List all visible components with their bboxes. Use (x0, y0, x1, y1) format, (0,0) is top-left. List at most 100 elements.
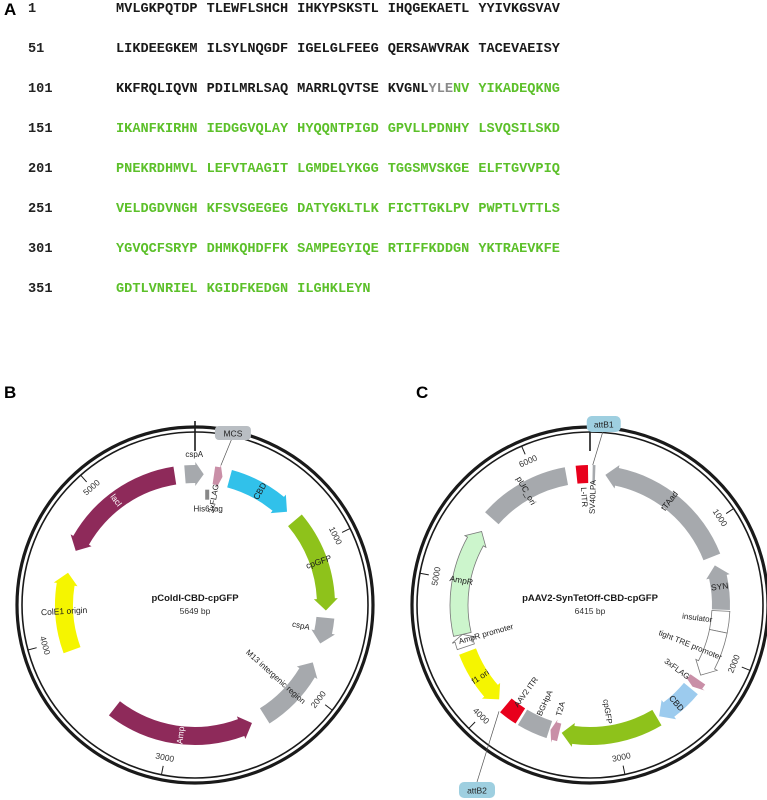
residue-number: 201 (28, 162, 53, 177)
sequence-block: HYQQNTPIGD (297, 122, 379, 137)
sequence-block: SAMPEGYIQE (297, 242, 379, 257)
plasmid-name: pColdI-CBD-cpGFP (151, 593, 239, 604)
sequence-block: FICTTGKLPV (387, 202, 470, 217)
feature-label: SYN (710, 580, 729, 592)
sequence-block: IGELGLFEEG (297, 42, 379, 57)
sequence-block: VELDGDVNGH (116, 202, 198, 217)
scale-tick-label: 3000 (611, 750, 632, 764)
feature-m13-intergenic-region (259, 662, 318, 724)
sequence-block: KFSVSGEGEG (206, 202, 289, 217)
sequence-block: RTIFFKDDGN (387, 242, 470, 257)
plasmid-size: 6415 bp (575, 606, 606, 616)
sequence-block: ILSYLNQGDF (206, 42, 289, 57)
mcs-badge (214, 426, 251, 440)
residue-number: 1 (28, 2, 37, 17)
sequence-block: LSVQSILSKD (478, 122, 560, 137)
sequence-block: QERSAWVRAK (387, 42, 470, 57)
feature-tight-tre-promoter (695, 629, 728, 676)
feature-cpgfp (561, 709, 662, 747)
sequence-block: GPVLLPDNHY (387, 122, 470, 137)
sequence-block: ELFTGVVPIQ (478, 162, 560, 177)
feature-label: Amp (174, 726, 186, 745)
feature-label: cspA (291, 620, 311, 632)
scale-tick (80, 474, 88, 483)
plasmid-name: pAAV2-SynTetOff-CBD-cpGFP (522, 593, 658, 604)
feature-label: SV40LPA (588, 479, 598, 514)
feature-label: ColE1 origin (41, 605, 88, 617)
feature-cbd (227, 469, 287, 514)
residue-number: 351 (28, 282, 53, 297)
plasmid-size: 5649 bp (180, 606, 211, 616)
scale-tick (521, 445, 526, 455)
panel-c-letter: C (416, 383, 429, 402)
feature-amp (108, 701, 252, 745)
feature-label: T2A (554, 700, 567, 717)
scale-tick-label: 6000 (517, 453, 539, 470)
feature-label: cspA (185, 450, 203, 459)
feature-label: cpGFP (601, 699, 614, 725)
feature-cspa (184, 462, 204, 487)
sequence-block: KKFRQLIQVN (116, 82, 198, 97)
scale-tick (419, 572, 429, 576)
sequence-block: PDILMRLSAQ (206, 82, 289, 97)
feature-ampr (449, 530, 487, 637)
mcs-label: MCS (223, 429, 242, 439)
scale-tick-label: 3000 (155, 751, 176, 765)
feature-cspa (311, 616, 335, 644)
sequence-segment: NV (453, 82, 470, 97)
attb2-badge (458, 782, 495, 798)
sequence-block: KVGNLYLENV (388, 82, 470, 97)
residue-number: 101 (28, 82, 53, 97)
sequence-block: LGMDELYKGG (297, 162, 379, 177)
feature-label: AAV2 ITR (512, 675, 540, 709)
feature-l-itr (575, 465, 589, 484)
sequence-block: IHQGEKAETL (387, 2, 470, 17)
feature-cbd (659, 682, 698, 720)
scale-tick (324, 704, 333, 711)
sequence-block: YYIVKGSVAV (478, 2, 560, 17)
sequence-block: IHKYPSKSTL (297, 2, 379, 17)
residue-number: 51 (28, 42, 45, 57)
sequence-block: YKTRAEVKFE (478, 242, 560, 257)
sequence-block: LEFVTAAGIT (206, 162, 289, 177)
residue-number: 251 (28, 202, 53, 217)
scale-tick-label: 2000 (725, 653, 742, 675)
scale-tick-label: 4000 (38, 635, 53, 656)
feature-label: insulator (682, 612, 713, 625)
sequence-block: GDTLVNRIEL (116, 282, 198, 297)
scale-tick-label: 5000 (429, 566, 442, 587)
scale-tick-label: 5000 (81, 477, 102, 497)
mcs-leader-line (220, 435, 234, 466)
sequence-block: IEDGGVQLAY (206, 122, 289, 137)
feature-label: AmpR (449, 573, 474, 587)
residue-number: 301 (28, 242, 53, 257)
sequence-block: DATYGKLTLK (297, 202, 379, 217)
scale-tick (468, 721, 476, 729)
attb1-badge (586, 416, 621, 432)
sequence-block: DHMKQHDFFK (206, 242, 289, 257)
scale-tick (341, 527, 351, 533)
feature-f1-ori (459, 648, 501, 700)
panel-a-letter: A (4, 0, 17, 19)
panel-b-letter: B (4, 383, 17, 402)
sequence-block: PNEKRDHMVL (116, 162, 198, 177)
feature-label: BGHpA (535, 688, 555, 717)
feature-3xflag (212, 464, 223, 488)
feature-t2a (550, 719, 562, 743)
sequence-segment: YLE (428, 82, 454, 97)
attb2-label: attB2 (467, 786, 487, 796)
feature-ttaad (605, 465, 721, 561)
feature-aav2-itr (500, 698, 526, 724)
scale-tick (622, 765, 626, 775)
sequence-block: ILGHKLEYN (297, 282, 371, 297)
scale-tick (27, 647, 37, 651)
sequence-block: YGVQCFSRYP (116, 242, 198, 257)
feature-cpgfp (288, 514, 338, 611)
sequence-block: IKANFKIRHN (116, 122, 198, 137)
feature-ampr-promoter (451, 633, 476, 651)
feature-bghpa (517, 709, 553, 739)
scale-tick-label: 1000 (711, 507, 730, 528)
sequence-block: LIKDEEGKEM (116, 42, 198, 57)
